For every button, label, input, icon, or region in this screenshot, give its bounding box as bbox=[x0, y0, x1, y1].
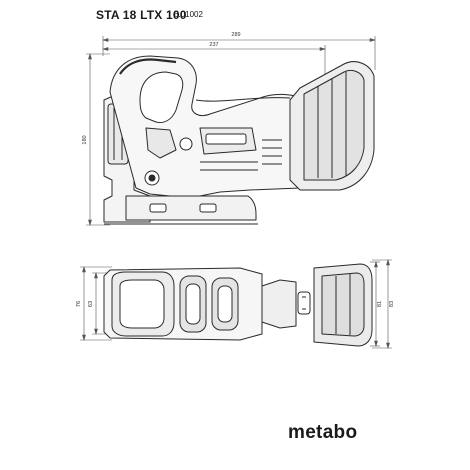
model-title: STA 18 LTX 100 bbox=[96, 8, 187, 22]
dim-body-length: 237 bbox=[209, 42, 218, 48]
dim-overall-length: 289 bbox=[231, 32, 240, 38]
dim-right-inner: 81 bbox=[377, 301, 383, 307]
dim-right-outer: 83 bbox=[389, 301, 395, 307]
brand-logo: metabo bbox=[288, 422, 358, 443]
dim-left-outer: 76 bbox=[76, 301, 82, 307]
article-number: 6.01002 bbox=[174, 10, 203, 19]
jigsaw-top-view bbox=[103, 263, 373, 347]
dim-height: 180 bbox=[82, 135, 88, 144]
top-view-dimensions bbox=[80, 258, 392, 350]
dim-left-inner: 63 bbox=[88, 301, 94, 307]
side-view-dimensions bbox=[86, 36, 377, 227]
jigsaw-side-view bbox=[103, 55, 375, 225]
